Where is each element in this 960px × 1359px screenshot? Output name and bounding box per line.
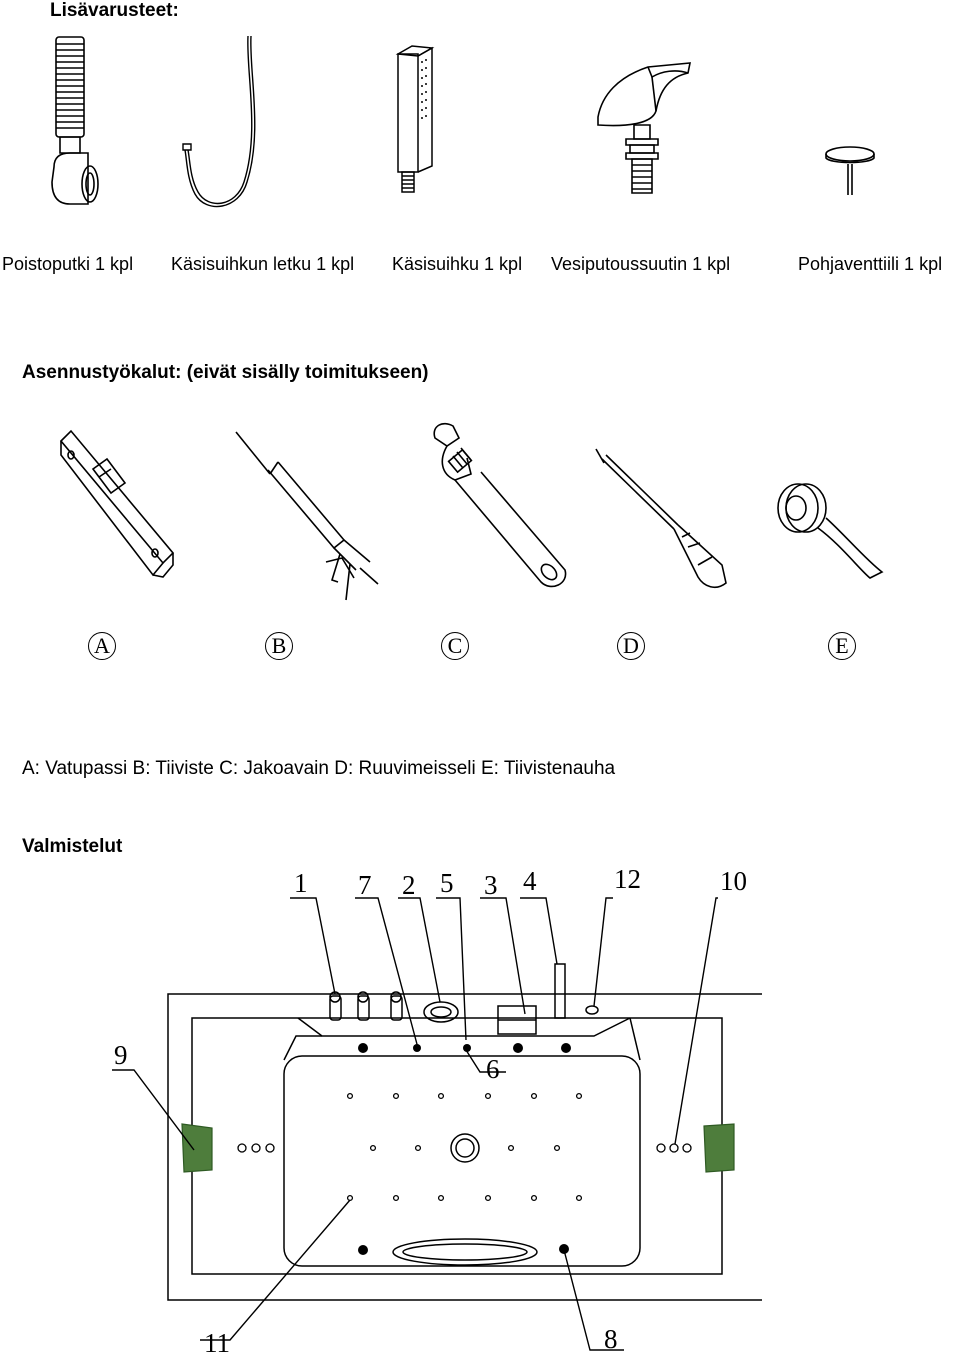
accessory-label-shower-hose: Käsisuihkun letku 1 kpl <box>171 254 355 274</box>
tools-heading: Asennustyökalut: (eivät sisälly toimituk… <box>22 362 429 383</box>
tool-letter-c: C <box>441 632 469 660</box>
tool-letter-b: B <box>265 632 293 660</box>
headrest-shapes <box>182 1124 734 1172</box>
callout-9: 9 <box>114 1040 128 1070</box>
callout-2: 2 <box>402 870 416 900</box>
callout-11: 11 <box>204 1328 230 1358</box>
accessory-label-hand-shower: Käsisuihku 1 kpl <box>392 254 523 274</box>
callout-12: 12 <box>614 864 641 894</box>
hand-shower-icon <box>390 42 440 197</box>
bottom-valve-icon <box>820 140 880 200</box>
spirit-level-icon <box>55 425 180 585</box>
drain-pipe-icon <box>40 32 110 212</box>
tools-legend: A: Vatupassi B: Tiiviste C: Jakoavain D:… <box>22 758 616 779</box>
callout-4: 4 <box>523 866 537 896</box>
tool-letter-a: A <box>88 632 116 660</box>
callout-1: 1 <box>294 868 308 898</box>
callout-8: 8 <box>604 1324 618 1354</box>
preparation-heading: Valmistelut <box>22 836 123 857</box>
tool-letter-e: E <box>828 632 856 660</box>
callout-3: 3 <box>484 870 498 900</box>
waterfall-spout-icon <box>590 55 700 200</box>
bathtub-diagram <box>0 860 960 1357</box>
adjustable-wrench-icon <box>425 418 570 593</box>
callout-6: 6 <box>486 1054 500 1084</box>
tool-letter-d: D <box>617 632 645 660</box>
sealant-tube-icon <box>230 430 380 605</box>
callout-5: 5 <box>440 868 454 898</box>
shower-hose-icon <box>180 32 270 217</box>
callout-10: 10 <box>720 866 747 896</box>
accessory-label-waterfall-spout: Vesiputoussuutin 1 kpl <box>551 254 731 274</box>
accessory-label-drain-pipe: Poistoputki 1 kpl <box>2 254 134 274</box>
callout-7: 7 <box>358 870 372 900</box>
accessories-heading: Lisävarusteet: <box>50 0 179 21</box>
accessory-label-bottom-valve: Pohjaventtiili 1 kpl <box>798 254 943 274</box>
screwdriver-icon <box>590 445 735 595</box>
sealing-tape-icon <box>770 478 890 583</box>
